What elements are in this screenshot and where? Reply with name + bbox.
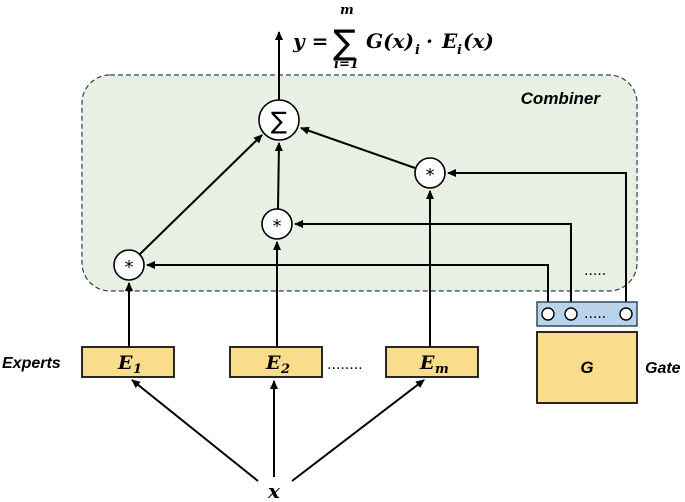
gate-line-to-mult1 bbox=[146, 261, 549, 313]
multiply-node-1-symbol: * bbox=[125, 257, 134, 278]
gate-box bbox=[536, 331, 638, 404]
arrow-multm-to-sum bbox=[300, 126, 416, 169]
expert-2-sub: 2 bbox=[280, 362, 290, 377]
gate-port-ellipsis: ..... bbox=[584, 306, 606, 322]
formula-term-e: E bbox=[441, 29, 458, 53]
multiply-node-m-symbol: * bbox=[426, 165, 435, 186]
formula-term-e-sub: i bbox=[457, 43, 462, 58]
gate-line-to-mult2 bbox=[294, 220, 572, 313]
multiply-node-2-symbol: * bbox=[273, 216, 282, 237]
formula-upper-limit: m bbox=[340, 3, 354, 18]
input-label: x bbox=[267, 479, 281, 502]
multiply-node-2 bbox=[261, 208, 293, 240]
gate-label: Gate bbox=[645, 360, 681, 377]
multiply-node-m bbox=[414, 157, 446, 189]
formula-sum-symbol: ∑ bbox=[333, 23, 356, 63]
experts-label: Experts bbox=[2, 355, 61, 372]
gate-line-to-multm bbox=[447, 169, 627, 313]
formula-term-e-arg: (x) bbox=[463, 29, 494, 53]
expert-box-1 bbox=[81, 346, 175, 378]
formula-term-g: G(x) bbox=[366, 29, 414, 53]
combiner-label: Combiner bbox=[521, 89, 602, 108]
output-formula: y = ∑ m i=1 G(x) i · E i (x) bbox=[292, 3, 494, 72]
formula-lower-limit: i=1 bbox=[334, 57, 359, 72]
expert-1-letter: E bbox=[117, 352, 133, 374]
formula-lhs: y = bbox=[292, 29, 328, 53]
formula-term-g-sub: i bbox=[415, 43, 420, 58]
arrow-x-to-e1 bbox=[131, 379, 259, 482]
expert-box-2 bbox=[229, 346, 323, 378]
gate-port-m bbox=[619, 307, 633, 321]
expert-box-m bbox=[385, 346, 479, 378]
experts-ellipsis: ........ bbox=[327, 357, 363, 373]
gate-port-1 bbox=[541, 307, 555, 321]
arrow-mult2-to-sum bbox=[274, 142, 283, 210]
gate-output-strip bbox=[536, 301, 638, 327]
expert-m-letter: E bbox=[419, 352, 435, 374]
expert-2-letter: E bbox=[265, 352, 281, 374]
multiply-node-1 bbox=[113, 249, 145, 281]
expert-1-sub: 1 bbox=[133, 362, 142, 377]
arrow-x-to-em bbox=[291, 379, 425, 482]
gate-line-ellipsis: ..... bbox=[584, 263, 606, 279]
expert-m-sub: m bbox=[435, 362, 449, 377]
sum-node-symbol: ∑ bbox=[271, 107, 287, 135]
gate-port-2 bbox=[564, 307, 578, 321]
formula-dot: · bbox=[426, 29, 433, 53]
sum-node bbox=[258, 99, 300, 141]
combiner-region bbox=[81, 74, 638, 292]
gate-box-label: G bbox=[580, 358, 593, 377]
arrow-mult1-to-sum bbox=[139, 134, 263, 255]
